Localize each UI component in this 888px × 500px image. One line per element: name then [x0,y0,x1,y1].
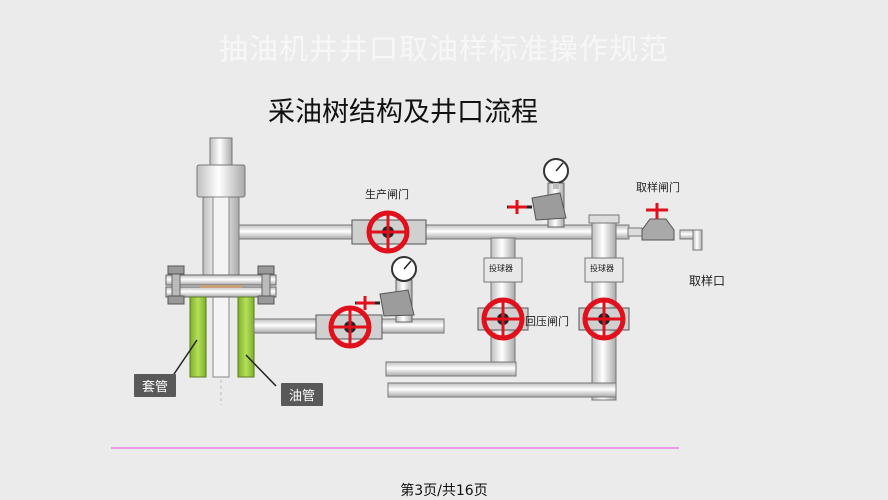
label-ball-launcher-2: 投球器 [590,264,614,273]
production-line [238,224,630,240]
casing-gate-valve[interactable] [315,305,383,349]
casing [189,296,255,405]
pressure-gauge-icon [391,256,417,282]
pressure-gauge-icon [543,158,569,189]
slide-header-title: 抽油机井井口取油样标准操作规范 [218,32,669,66]
casing-needle-valve[interactable] [355,279,415,323]
return-line-lower [387,382,617,398]
ball-launcher-body-2 [584,257,624,283]
label-sample-gate: 取样闸门 [636,181,680,194]
footer-rule [111,447,679,449]
page-number: 第3页/共16页 [400,483,488,499]
label-back-pressure-gate: 回压闸门 [525,315,569,328]
tag-casing: 套管 [134,374,177,397]
back-pressure-valve-2[interactable] [578,297,630,341]
back-pressure-valve-1[interactable] [477,297,529,341]
label-sample-port: 取样口 [689,274,726,288]
wellhead-flange [165,265,277,305]
ball-launcher-body-1 [483,257,523,283]
production-needle-valve[interactable] [507,182,567,228]
tag-tubing: 油管 [281,383,324,406]
label-ball-launcher-1: 投球器 [489,264,513,273]
label-production-gate: 生产闸门 [365,188,409,201]
sample-gate-valve[interactable] [641,203,675,241]
diagram-title: 采油树结构及井口流程 [268,97,538,128]
production-gate-valve[interactable] [351,210,427,254]
return-line-upper [385,361,517,377]
